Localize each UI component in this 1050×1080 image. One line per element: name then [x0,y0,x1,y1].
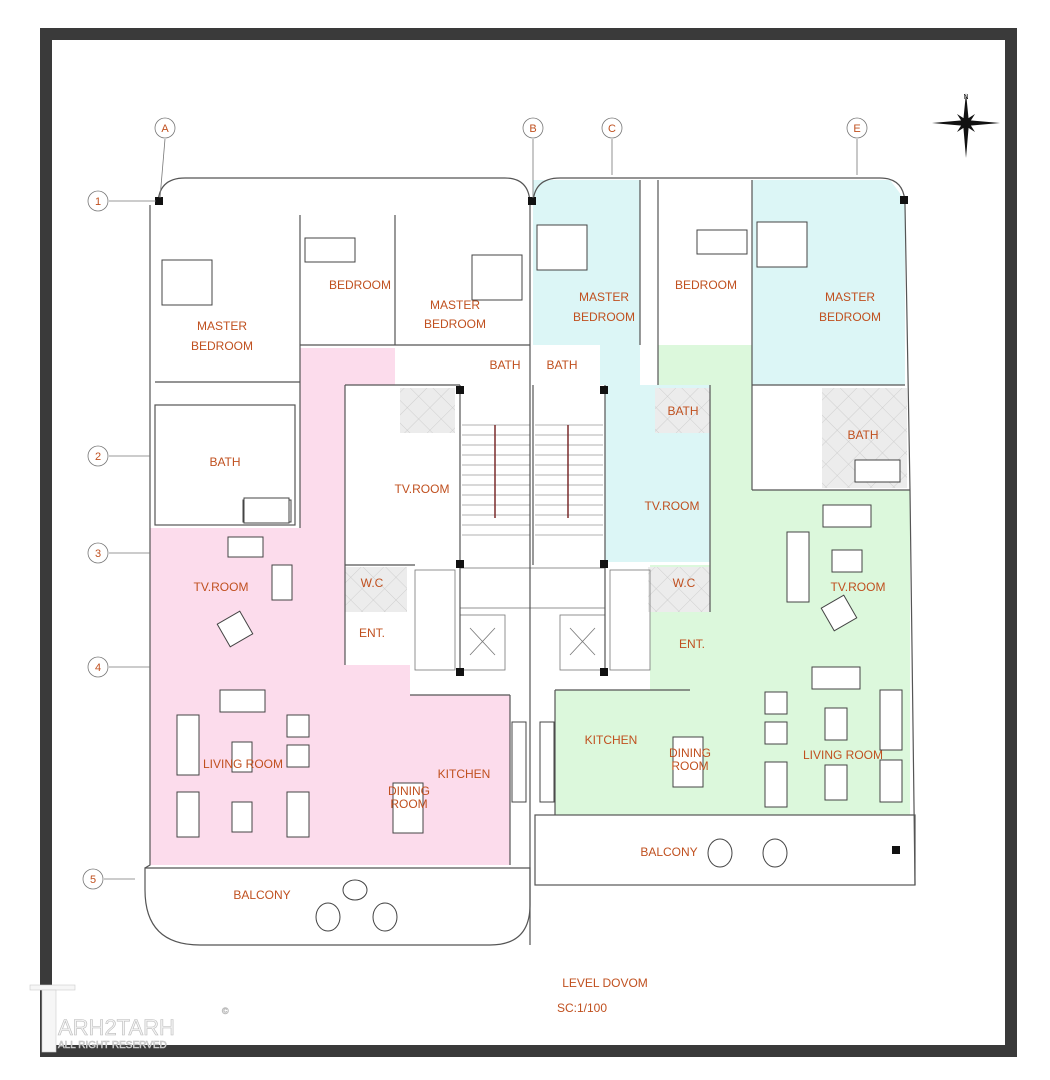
grid-row-3: 3 [95,548,101,560]
room-label: MASTER [579,290,629,304]
grid-col-a: A [161,123,169,135]
furniture [161,221,903,932]
wc-right [648,567,710,612]
grid-col-e: E [853,123,860,135]
unit-left-pink-zone [150,348,510,865]
room-label: ENT. [679,637,705,651]
room-label: BATH [489,358,520,372]
room-label: MASTER [197,319,247,333]
balcony-left [144,867,531,946]
room-label: LIVING ROOM [203,757,283,771]
unit-right-green-zone [555,345,910,815]
grid-column-markers: A B C E [154,117,868,199]
room-label: W.C [673,576,696,590]
elevator-left-x2 [469,627,496,656]
room-label: BEDROOM [675,278,737,292]
logo-copyright: © [222,1006,229,1016]
room-labels-right: MASTER BEDROOM BEDROOM MASTER BEDROOM BA… [546,278,885,859]
room-label: LIVING ROOM [803,748,883,762]
logo-tagline: ALL RIGHT RESERVED [58,1040,167,1051]
elevator-right-x2 [569,627,596,656]
room-label: BATH [546,358,577,372]
bath-tv-left [400,388,455,433]
room-label: BEDROOM [329,278,391,292]
staircase [462,424,603,536]
room-label: TV.ROOM [831,580,886,594]
room-label: TV.ROOM [395,482,450,496]
room-label: ENT. [359,626,385,640]
interior-walls [155,180,910,865]
wc-left [345,567,407,612]
room-label: MASTER [825,290,875,304]
room-label: BATH [209,455,240,469]
room-label: DINING [669,746,711,760]
room-label: BEDROOM [573,310,635,324]
room-label: BALCONY [640,845,697,859]
grid-col-c: C [608,123,616,135]
room-label: BATH [667,404,698,418]
drawing-scale: SC:1/100 [557,1001,607,1015]
elevator-lobby-right [609,569,651,671]
room-label: KITCHEN [438,767,491,781]
grid-row-1: 1 [95,196,101,208]
grid-row-4: 4 [95,662,101,674]
room-label: ROOM [390,797,427,811]
north-arrow-icon: N [932,93,1000,158]
bath-left [154,404,296,526]
structural-columns [155,196,908,854]
grid-row-2: 2 [95,451,101,463]
logo-name: ARH2TARH [58,1015,175,1040]
drawing-title: LEVEL DOVOM [562,976,648,990]
room-label: MASTER [430,298,480,312]
room-label: BEDROOM [424,317,486,331]
room-label: ROOM [671,759,708,773]
room-label: TV.ROOM [194,580,249,594]
room-label: W.C [361,576,384,590]
room-label: BEDROOM [819,310,881,324]
room-label: KITCHEN [585,733,638,747]
grid-row-markers: 1 2 3 4 5 [82,190,156,890]
room-label: DINING [388,784,430,798]
unit-right-blue-zone-b [752,180,905,385]
room-label: BALCONY [233,888,290,902]
elevator-lobby-left [414,569,456,671]
room-label: BEDROOM [191,339,253,353]
north-label: N [963,94,968,101]
room-labels-left: MASTER BEDROOM BEDROOM MASTER BEDROOM BA… [191,278,521,902]
grid-row-5: 5 [90,874,96,886]
bath-right-top [655,388,710,433]
watermark-logo: ARH2TARH ALL RIGHT RESERVED © [29,984,229,1053]
room-label: BATH [847,428,878,442]
grid-col-b: B [529,123,536,135]
building-outline-left [144,177,531,945]
room-label: TV.ROOM [645,499,700,513]
